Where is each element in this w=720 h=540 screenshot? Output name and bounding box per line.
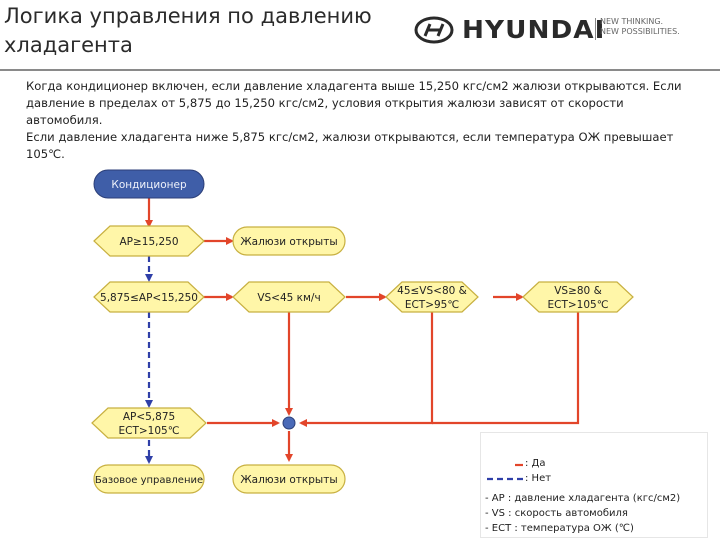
intro-line3: Если давление хладагента ниже 5,875 кгс/…	[26, 130, 674, 144]
node-vs-high-label-line1: VS≥80 &	[554, 285, 602, 297]
intro-text: Когда кондиционер включен, если давление…	[26, 78, 696, 163]
legend: : Да : Нет - AP : давление хладагента (к…	[480, 432, 708, 538]
yes-connectors	[145, 198, 580, 462]
slide-title: Логика управления по давлению хладагента	[4, 2, 372, 60]
legend-note-vs: - VS : скорость автомобиля	[485, 508, 628, 519]
node-ap-low	[91, 407, 207, 439]
node-ap-high-label: AP≥15,250	[119, 236, 178, 248]
node-vs-high-label-line2: ECT>105℃	[547, 299, 608, 311]
slide-title-line2: хладагента	[4, 33, 133, 57]
hyundai-logo: HYUNDAI NEW THINKING. NEW POSSIBILITIES.	[414, 14, 714, 46]
node-louvers-open-top	[232, 226, 346, 256]
node-vs-high	[522, 281, 634, 313]
node-ap-low-label-line2: ECT>105℃	[118, 425, 179, 437]
intro-line4: 105℃.	[26, 147, 65, 161]
legend-note-ap: - AP : давление хладагента (кгс/см2)	[485, 493, 681, 504]
node-ap-mid-label: 5,875≤AP<15,250	[100, 292, 198, 304]
node-vs-mid-label-line2: ECT>95℃	[405, 299, 459, 311]
node-vs-mid	[385, 281, 479, 313]
legend-note-ect: - ECT : температура ОЖ (℃)	[485, 523, 634, 534]
node-ap-high	[93, 225, 205, 257]
node-start-label: Кондиционер	[111, 179, 187, 191]
hyundai-emblem-icon	[414, 16, 454, 44]
legend-yes-label: : Да	[525, 458, 546, 469]
node-base-control	[93, 464, 205, 494]
node-louvers-open-top-label: Жалюзи открыты	[240, 236, 337, 248]
node-ap-mid	[93, 281, 205, 313]
node-vs-low-label: VS<45 км/ч	[257, 292, 320, 304]
logo-divider	[595, 18, 596, 40]
node-base-control-label: Базовое управление	[95, 475, 203, 486]
header-rule	[0, 69, 720, 71]
logo-brand-text: HYUNDAI	[462, 15, 606, 44]
logo-tagline-line2: NEW POSSIBILITIES.	[600, 27, 680, 36]
logo-tagline-line1: NEW THINKING.	[600, 17, 664, 26]
logo-tagline: NEW THINKING. NEW POSSIBILITIES.	[600, 17, 680, 37]
node-start	[93, 169, 205, 199]
node-vs-low	[232, 281, 346, 313]
legend-notes: - AP : давление хладагента (кгс/см2) - V…	[485, 491, 680, 536]
slide-title-line1: Логика управления по давлению	[4, 4, 372, 28]
node-louvers-open-bottom-label: Жалюзи открыты	[240, 474, 337, 486]
legend-no-label: : Нет	[525, 473, 552, 484]
junction-dot	[282, 416, 296, 430]
intro-line1: Когда кондиционер включен, если давление…	[26, 79, 682, 93]
node-louvers-open-bottom	[232, 464, 346, 494]
intro-line2: давление в пределах от 5,875 до 15,250 к…	[26, 96, 624, 127]
legend-swatches	[487, 463, 523, 481]
node-vs-mid-label-line1: 45≤VS<80 &	[397, 285, 467, 297]
node-ap-low-label-line1: AP<5,875	[123, 411, 175, 423]
